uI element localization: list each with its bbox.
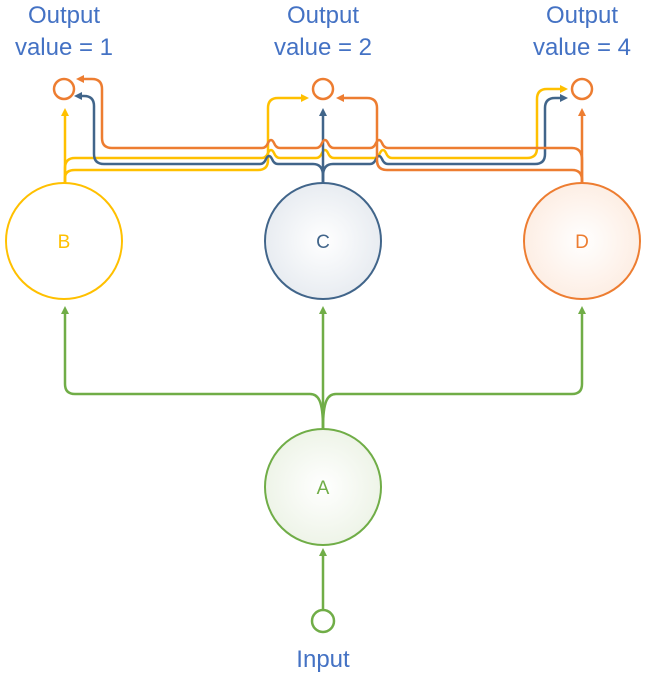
node-b: B [5, 182, 123, 300]
edge-a-to-d [321, 306, 586, 430]
output-label-2: Output value = 2 [248, 0, 398, 64]
output-label-3-line1: Output [545, 2, 619, 29]
edge-d-to-out1 [76, 75, 584, 184]
output-port-3 [570, 77, 594, 101]
node-d: D [523, 182, 641, 300]
output-label-1: Output value = 1 [0, 0, 139, 64]
input-port [310, 608, 336, 634]
edge-a-to-b [61, 306, 325, 430]
output-port-2 [311, 77, 335, 101]
output-port-1 [52, 77, 76, 101]
node-a-label: A [317, 478, 330, 499]
node-a: A [264, 428, 382, 546]
output-label-2-line1: Output [286, 2, 360, 29]
node-d-label: D [575, 232, 589, 253]
node-c: C [264, 182, 382, 300]
input-label: Input [296, 646, 350, 673]
node-b-label: B [58, 232, 71, 253]
edge-b-to-out3 [63, 85, 568, 184]
output-label-1-line2: value = 1 [14, 34, 114, 61]
edge-c-to-out1 [74, 92, 325, 184]
node-c-label: C [316, 232, 330, 253]
edge-b-to-out2 [63, 94, 309, 184]
output-label-1-line1: Output [27, 2, 101, 29]
edge-c-to-out3 [321, 94, 568, 184]
edge-d-to-out2 [336, 94, 584, 184]
output-label-3-line2: value = 4 [532, 34, 632, 61]
output-label-3: Output value = 4 [507, 0, 650, 64]
output-label-2-line2: value = 2 [273, 34, 373, 61]
